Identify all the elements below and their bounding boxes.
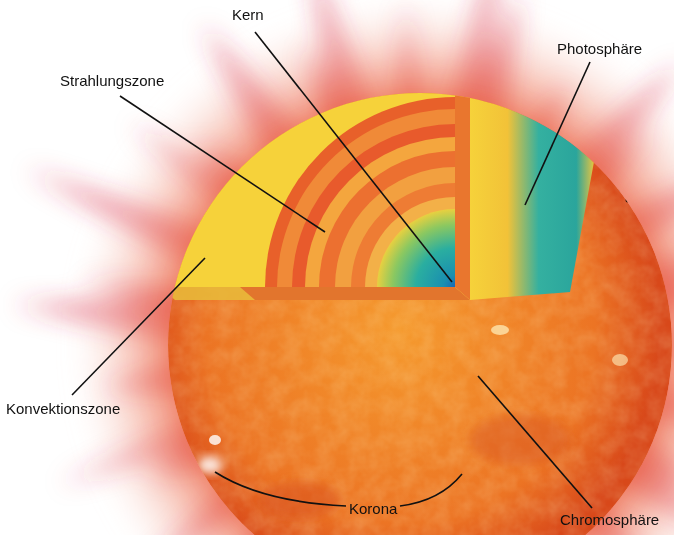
sun-sphere xyxy=(150,60,674,535)
leader-lines xyxy=(72,32,592,508)
radiation-zone xyxy=(265,97,455,287)
cut-face xyxy=(455,93,598,300)
corona-rays xyxy=(12,0,674,535)
core-label: Kern xyxy=(232,6,264,24)
convection-zone-label: Konvektionszone xyxy=(6,400,120,418)
radiation-zone-label: Strahlungszone xyxy=(60,72,164,90)
corona-label: Korona xyxy=(349,500,397,518)
photosphere-label: Photosphäre xyxy=(557,40,642,58)
chromosphere-label: Chromosphäre xyxy=(560,511,659,529)
corona-glow xyxy=(80,5,674,535)
core xyxy=(377,209,455,287)
